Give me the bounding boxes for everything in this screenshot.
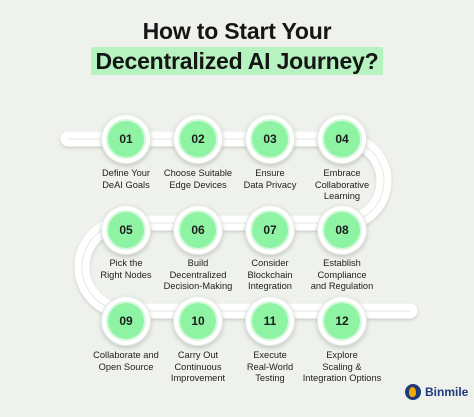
step-number: 06 xyxy=(180,212,216,248)
step-node-03: 03 xyxy=(245,114,295,164)
step-number: 04 xyxy=(324,121,360,157)
step-number: 02 xyxy=(180,121,216,157)
step-node-10: 10 xyxy=(173,296,223,346)
step-node-04: 04 xyxy=(317,114,367,164)
step-number: 07 xyxy=(252,212,288,248)
title-line-1: How to Start Your xyxy=(142,18,332,44)
step-node-11: 11 xyxy=(245,296,295,346)
brand-logo: Binmile xyxy=(405,384,468,400)
step-number: 10 xyxy=(180,303,216,339)
title-line-2-text: Decentralized AI Journey? xyxy=(91,47,383,75)
step-node-08: 08 xyxy=(317,205,367,255)
step-number: 12 xyxy=(324,303,360,339)
step-number: 05 xyxy=(108,212,144,248)
step-number: 01 xyxy=(108,121,144,157)
step-number: 08 xyxy=(324,212,360,248)
step-node-09: 09 xyxy=(101,296,151,346)
step-number: 03 xyxy=(252,121,288,157)
step-node-06: 06 xyxy=(173,205,223,255)
brand-name: Binmile xyxy=(425,385,469,399)
step-node-07: 07 xyxy=(245,205,295,255)
step-number: 09 xyxy=(108,303,144,339)
binmile-logo-icon xyxy=(405,384,421,400)
step-node-02: 02 xyxy=(173,114,223,164)
step-node-12: 12 xyxy=(317,296,367,346)
step-number: 11 xyxy=(252,303,288,339)
step-node-01: 01 xyxy=(101,114,151,164)
title-line-2: Decentralized AI Journey? xyxy=(0,47,474,75)
step-node-05: 05 xyxy=(101,205,151,255)
